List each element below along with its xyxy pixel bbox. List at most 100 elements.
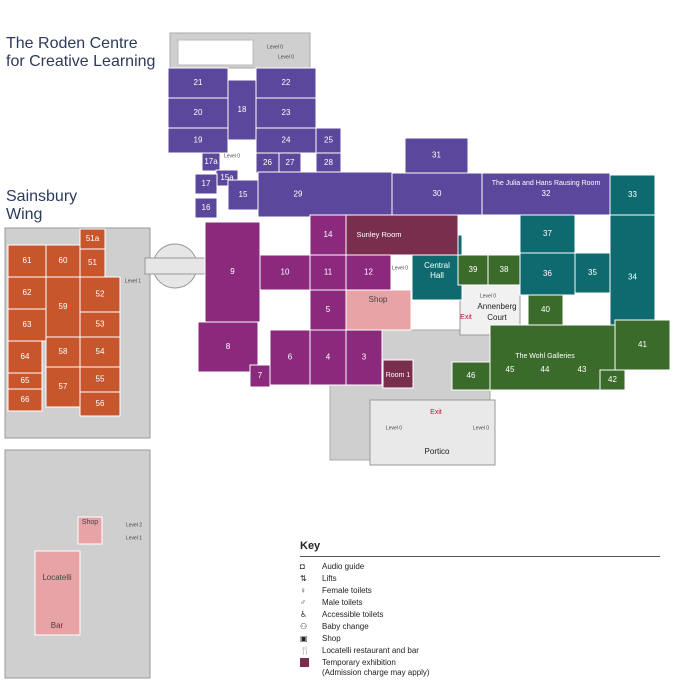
gallery-room-25 (315, 127, 342, 154)
key-item-restaurant: 🍴 Locatelli restaurant and bar (300, 646, 419, 656)
key-label: Locatelli restaurant and bar (322, 646, 419, 655)
central-hall-label-line-2: Hall (430, 271, 444, 280)
period-modernism: Towards Modernism (After 1800) (471, 640, 588, 649)
room-label-63: 63 (23, 320, 32, 329)
level-sign-roden-arrow: Level 0 (278, 54, 294, 60)
central-hall-label-line-1: Central (424, 261, 450, 270)
gallery-room-11 (309, 254, 347, 291)
key-label: Male toilets (322, 598, 363, 607)
room-label-14: 14 (324, 230, 333, 239)
lifts-icon: ⇅ (300, 574, 307, 583)
room-label-9: 9 (230, 267, 235, 276)
sainsbury-title-line-2: Wing (6, 206, 43, 223)
key-item-baby-change: ⚇ Baby change (300, 622, 369, 632)
portico-area (369, 399, 496, 466)
gallery-room-21 (167, 67, 229, 99)
level-sign-sainsbury: Level 1 (125, 278, 141, 284)
gallery-room-4 (309, 329, 347, 386)
room-label-66: 66 (21, 395, 30, 404)
room-label-51: 51 (88, 258, 97, 267)
gallery-room-10 (259, 254, 311, 291)
sainsbury-wing-title: Sainsbury Wing (6, 188, 77, 224)
level-sign-annenberg: Level 0 (480, 293, 496, 299)
gallery-room-31 (404, 137, 469, 174)
key-item-audio-guide: ◘ Audio guide (300, 562, 364, 572)
room-label-51a: 51a (86, 234, 100, 243)
room-label-19: 19 (194, 136, 203, 145)
gallery-room-33 (609, 174, 656, 216)
gallery-room-38 (487, 254, 521, 286)
period-renaissance: Renaissance (1500–1600) (471, 585, 565, 594)
key-item-accessible-toilets: ♿ Accessible toilets (300, 610, 383, 620)
gallery-room-54 (79, 336, 121, 368)
locatelli-label: Locatelli (42, 573, 72, 582)
room-label-8: 8 (226, 342, 231, 351)
roden-title-line-1: The Roden Centre (6, 35, 138, 52)
gallery-room-20 (167, 97, 229, 129)
room-label-29: 29 (294, 190, 303, 199)
period-medieval: Medieval and Early Renaissance (1260–155… (471, 566, 636, 575)
room-label-39: 39 (469, 265, 478, 274)
room-label-7: 7 (258, 371, 263, 380)
julia-hans-rausing-room-label: The Julia and Hans Rausing Room (492, 180, 601, 187)
gallery-room-53 (79, 311, 121, 338)
main-shop (345, 289, 412, 331)
temporary-note: (Admission charge may apply) (322, 668, 430, 677)
room-label-40: 40 (541, 305, 550, 314)
gallery-room-63 (7, 308, 47, 342)
sunley-room-label: Sunley Room (356, 230, 401, 239)
roden-centre-inner (177, 39, 254, 66)
gallery-room-3 (345, 329, 383, 386)
portico-label: Portico (425, 447, 450, 456)
room-label-36: 36 (543, 269, 552, 278)
gallery-room-29 (257, 171, 399, 218)
lower-shop (77, 516, 103, 545)
period-rococo: Rococo to Romanticism (1700–1800) (471, 621, 604, 630)
room-label-15a: 15a (220, 173, 234, 182)
gallery-room-46 (451, 361, 491, 391)
level-sign-sunley: Level 0 (392, 265, 408, 271)
gallery-room-60 (45, 244, 81, 278)
room-label-17: 17 (202, 179, 211, 188)
gallery-room-66 (7, 388, 43, 412)
room-label-35: 35 (588, 268, 597, 277)
exit-sign-portico: Exit (430, 409, 442, 416)
room-label-54: 54 (96, 347, 105, 356)
period-baroque: Baroque (1600–1700) (471, 603, 549, 612)
female-toilets-icon: ♀ (300, 586, 306, 595)
room-1-label: Room 1 (386, 372, 411, 379)
gallery-room-42 (599, 369, 626, 391)
room-label-10: 10 (281, 268, 290, 277)
gallery-room-39 (457, 254, 489, 286)
temporary-exhibition-swatch (300, 658, 309, 667)
room-label-15: 15 (239, 190, 248, 199)
key-item-lifts: ⇅ Lifts (300, 574, 337, 584)
gallery-room-9 (204, 221, 261, 323)
gallery-room-55 (79, 366, 121, 393)
room-label-56: 56 (96, 399, 105, 408)
room-1 (382, 359, 414, 389)
key-item-temporary-exhibition: Temporary exhibition (Admission charge m… (300, 658, 430, 678)
key-label: Accessible toilets (322, 610, 384, 619)
key-label: Shop (322, 634, 341, 643)
room-label-58: 58 (59, 347, 68, 356)
wohl-galleries-label: The Wohl Galleries (515, 353, 575, 360)
gallery-room-56 (79, 391, 121, 417)
gallery-room-52 (79, 276, 121, 313)
room-label-4: 4 (326, 353, 331, 362)
gallery-room-19 (167, 127, 229, 154)
room-label-34: 34 (628, 273, 637, 282)
room-label-20: 20 (194, 108, 203, 117)
level-sign-portico-right: Level 0 (473, 425, 489, 431)
room-label-45: 45 (506, 365, 515, 374)
level-sign-roden-top: Level 0 (267, 44, 283, 50)
room-label-59: 59 (59, 302, 68, 311)
key-divider (300, 556, 660, 557)
room-label-18: 18 (238, 105, 247, 114)
room-label-31: 31 (432, 151, 441, 160)
room-label-23: 23 (282, 108, 291, 117)
key-label: Lifts (322, 574, 337, 583)
key-item-female-toilets: ♀ Female toilets (300, 586, 372, 596)
room-label-64: 64 (21, 352, 30, 361)
